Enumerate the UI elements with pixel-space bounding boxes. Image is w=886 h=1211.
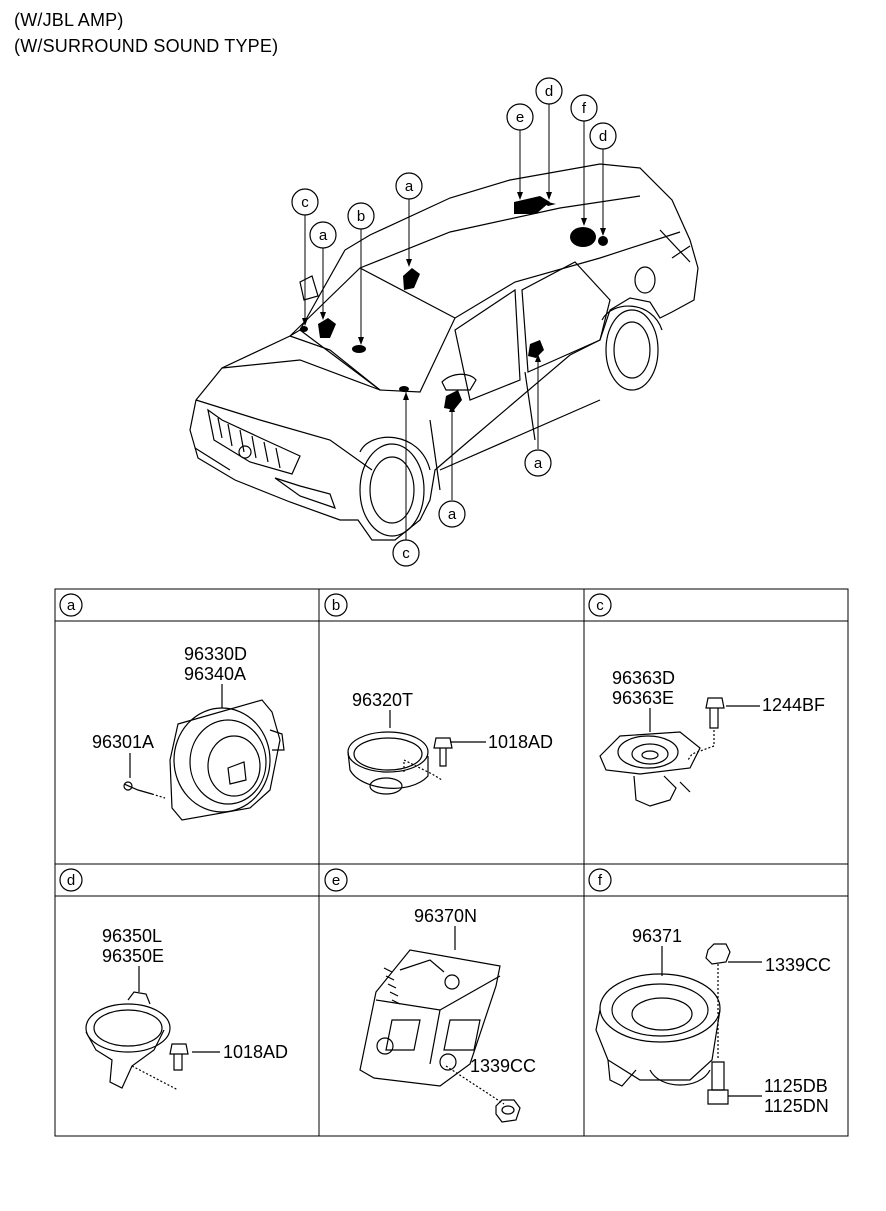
car-callout-a-2: a xyxy=(405,178,414,195)
panel-e-label: e xyxy=(332,872,340,889)
part-96301A: 96301A xyxy=(92,732,154,752)
panel-c-label: c xyxy=(596,597,604,614)
part-1125DN: 1125DN xyxy=(764,1096,829,1116)
car-callout-f: f xyxy=(582,100,587,117)
part-96350L: 96350L xyxy=(102,926,162,946)
parts-table xyxy=(54,588,849,1137)
panel-c: 96363D 96363E 1244BF xyxy=(599,668,825,807)
part-96330D: 96330D xyxy=(184,644,247,664)
part-96363D: 96363D xyxy=(612,668,675,688)
car-callout-c-top: c xyxy=(301,194,309,211)
panel-f: 96371 1339CC 1125DB 1125DN xyxy=(595,926,831,1116)
part-1339CC-f: 1339CC xyxy=(765,955,831,975)
car-callout-c-bottom: c xyxy=(402,545,410,562)
car-callout-a-3: a xyxy=(534,455,543,472)
car-callout-d-2: d xyxy=(599,128,607,145)
part-1018AD: 1018AD xyxy=(488,732,553,752)
panel-a-label: a xyxy=(67,597,76,614)
part-96371: 96371 xyxy=(632,926,682,946)
part-96340A: 96340A xyxy=(184,664,246,684)
car-callout-d-1: d xyxy=(545,83,553,100)
part-1244BF: 1244BF xyxy=(762,695,825,715)
car-illustration: c a b a e d f d a a c xyxy=(189,77,699,567)
part-96320T: 96320T xyxy=(352,690,413,710)
part-96350E: 96350E xyxy=(102,946,164,966)
car-callout-e: e xyxy=(516,109,524,126)
panel-f-label: f xyxy=(598,872,603,889)
panel-d: 96350L 96350E 1018AD xyxy=(85,926,288,1091)
header-line-2: (W/SURROUND SOUND TYPE) xyxy=(14,36,279,56)
car-callout-b: b xyxy=(357,208,365,225)
car-callout-a-4: a xyxy=(448,506,457,523)
panel-b: 96320T 1018AD xyxy=(347,690,553,795)
panel-d-label: d xyxy=(67,872,75,889)
car-callouts: c a b a e d f d a a c xyxy=(291,77,617,567)
part-1125DB: 1125DB xyxy=(764,1076,828,1096)
part-96370N: 96370N xyxy=(414,906,477,926)
part-1339CC-e: 1339CC xyxy=(470,1056,536,1076)
panel-e: 96370N 1339CC xyxy=(359,906,536,1123)
part-1018AD-d: 1018AD xyxy=(223,1042,288,1062)
panel-b-label: b xyxy=(332,597,340,614)
car-callout-a-1: a xyxy=(319,227,328,244)
part-96363E: 96363E xyxy=(612,688,674,708)
header-line-1: (W/JBL AMP) xyxy=(14,10,124,30)
speaker-locations xyxy=(300,196,608,410)
panel-a: 96330D 96340A 96301A xyxy=(92,644,285,821)
panel-headers: a b c d e f xyxy=(59,593,612,892)
